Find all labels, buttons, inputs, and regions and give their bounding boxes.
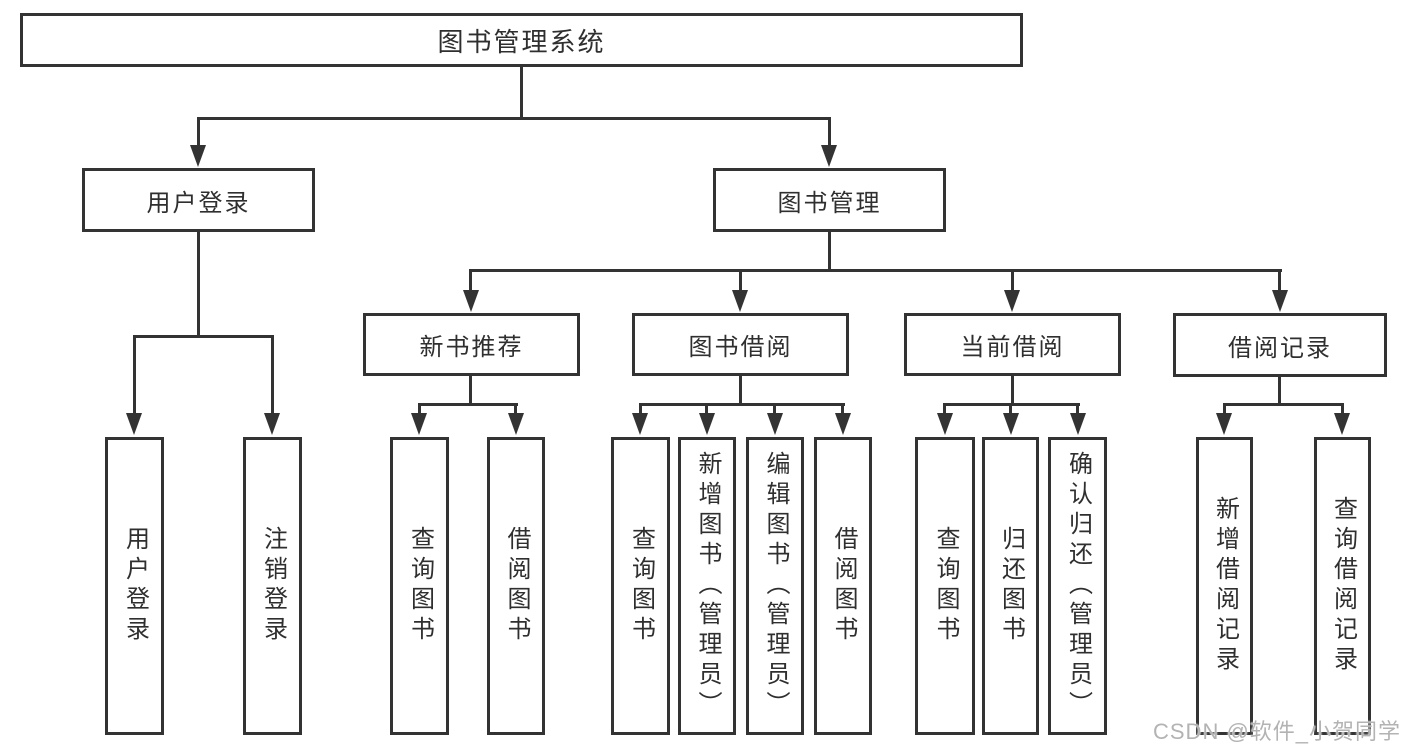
leaf-query-borrow-record-label: 查询借阅记录 bbox=[1329, 496, 1357, 676]
node-book-management: 图书管理 bbox=[713, 168, 946, 232]
arrowhead-down-icon bbox=[463, 290, 479, 312]
node-user-login-label: 用户登录 bbox=[146, 189, 251, 217]
node-new-book-recommend-label: 新书推荐 bbox=[419, 334, 524, 361]
leaf-add-borrow-record: 新增借阅记录 bbox=[1196, 437, 1253, 735]
node-book-borrow: 图书借阅 bbox=[632, 313, 849, 376]
connector-arrow-shaft bbox=[133, 337, 136, 419]
arrowhead-down-icon bbox=[1070, 413, 1086, 435]
node-root-system: 图书管理系统 bbox=[20, 13, 1023, 67]
connector-arrow-shaft bbox=[1223, 405, 1226, 419]
leaf-confirm-return-admin: 确认归还（管理员） bbox=[1048, 437, 1107, 735]
arrowhead-down-icon bbox=[767, 413, 783, 435]
connector-new-books-branch bbox=[418, 403, 518, 406]
arrowhead-down-icon bbox=[1334, 413, 1350, 435]
leaf-add-books-admin-label: 新增图书（管理员） bbox=[694, 451, 721, 721]
node-book-management-label: 图书管理 bbox=[777, 189, 882, 217]
leaf-user-login-label: 用户登录 bbox=[121, 526, 149, 646]
connector-arrow-shaft bbox=[739, 271, 742, 295]
connector-borrow-branch bbox=[639, 403, 845, 406]
connector-arrow-shaft bbox=[943, 405, 946, 419]
arrowhead-down-icon bbox=[821, 145, 837, 167]
leaf-query-borrow-record: 查询借阅记录 bbox=[1314, 437, 1371, 735]
leaf-query-books-3: 查询图书 bbox=[915, 437, 975, 735]
node-current-borrow-label: 当前借阅 bbox=[960, 334, 1065, 361]
node-user-login: 用户登录 bbox=[82, 168, 315, 232]
arrowhead-down-icon bbox=[937, 413, 953, 435]
leaf-borrow-books-1: 借阅图书 bbox=[487, 437, 545, 735]
leaf-add-books-admin: 新增图书（管理员） bbox=[678, 437, 736, 735]
connector-arrow-shaft bbox=[271, 337, 274, 419]
arrowhead-down-icon bbox=[1216, 413, 1232, 435]
connector-arrow-shaft bbox=[1011, 271, 1014, 295]
connector-root-stub bbox=[520, 67, 523, 119]
leaf-edit-books-admin: 编辑图书（管理员） bbox=[746, 437, 804, 735]
connector-arrow-shaft bbox=[469, 271, 472, 295]
arrowhead-down-icon bbox=[508, 413, 524, 435]
arrowhead-down-icon bbox=[632, 413, 648, 435]
arrowhead-down-icon bbox=[264, 413, 280, 435]
connector-arrow-shaft bbox=[828, 119, 831, 151]
connector-arrow-shaft bbox=[773, 405, 776, 419]
arrowhead-down-icon bbox=[411, 413, 427, 435]
leaf-query-books-1: 查询图书 bbox=[390, 437, 449, 735]
connector-user-login-stub bbox=[197, 232, 200, 338]
connector-arrow-shaft bbox=[418, 405, 421, 419]
connector-records-stub bbox=[1278, 377, 1281, 406]
connector-new-books-stub bbox=[469, 376, 472, 406]
arrowhead-down-icon bbox=[190, 145, 206, 167]
leaf-borrow-books-2: 借阅图书 bbox=[814, 437, 872, 735]
leaf-user-login: 用户登录 bbox=[105, 437, 164, 735]
leaf-return-books: 归还图书 bbox=[982, 437, 1039, 735]
connector-arrow-shaft bbox=[705, 405, 708, 419]
node-new-book-recommend: 新书推荐 bbox=[363, 313, 580, 376]
arrowhead-down-icon bbox=[1272, 290, 1288, 312]
leaf-add-borrow-record-label: 新增借阅记录 bbox=[1211, 496, 1239, 676]
leaf-return-books-label: 归还图书 bbox=[997, 526, 1025, 646]
connector-book-mgmt-stub bbox=[828, 232, 831, 272]
arrowhead-down-icon bbox=[126, 413, 142, 435]
node-current-borrow: 当前借阅 bbox=[904, 313, 1121, 376]
arrowhead-down-icon bbox=[699, 413, 715, 435]
leaf-confirm-return-admin-label: 确认归还（管理员） bbox=[1064, 451, 1092, 721]
csdn-watermark: CSDN @软件_小贺同学 bbox=[1153, 719, 1402, 744]
leaf-query-books-3-label: 查询图书 bbox=[932, 526, 959, 646]
connector-arrow-shaft bbox=[639, 405, 642, 419]
arrowhead-down-icon bbox=[835, 413, 851, 435]
leaf-edit-books-admin-label: 编辑图书（管理员） bbox=[762, 451, 789, 721]
connector-current-stub bbox=[1011, 376, 1014, 406]
leaf-borrow-books-2-label: 借阅图书 bbox=[830, 526, 857, 646]
node-borrow-records: 借阅记录 bbox=[1173, 313, 1387, 377]
node-book-borrow-label: 图书借阅 bbox=[688, 334, 793, 361]
connector-arrow-shaft bbox=[841, 405, 844, 419]
connector-current-branch bbox=[943, 403, 1080, 406]
leaf-query-books-1-label: 查询图书 bbox=[406, 526, 434, 646]
leaf-logout: 注销登录 bbox=[243, 437, 302, 735]
arrowhead-down-icon bbox=[1004, 290, 1020, 312]
connector-borrow-stub bbox=[739, 376, 742, 406]
arrowhead-down-icon bbox=[732, 290, 748, 312]
arrowhead-down-icon bbox=[1003, 413, 1019, 435]
connector-arrow-shaft bbox=[1341, 405, 1344, 419]
connector-arrow-shaft bbox=[1278, 271, 1281, 295]
connector-level3-branch bbox=[469, 269, 1282, 272]
connector-arrow-shaft bbox=[1009, 405, 1012, 419]
connector-arrow-shaft bbox=[197, 119, 200, 151]
node-root-label: 图书管理系统 bbox=[437, 26, 606, 57]
connector-level2-branch bbox=[197, 117, 831, 120]
node-borrow-records-label: 借阅记录 bbox=[1228, 334, 1332, 362]
leaf-query-books-2: 查询图书 bbox=[611, 437, 670, 735]
connector-user-login-branch bbox=[133, 335, 274, 338]
connector-arrow-shaft bbox=[514, 405, 517, 419]
leaf-query-books-2-label: 查询图书 bbox=[627, 526, 655, 646]
connector-records-branch bbox=[1223, 403, 1344, 406]
leaf-logout-label: 注销登录 bbox=[259, 526, 287, 646]
connector-arrow-shaft bbox=[1076, 405, 1079, 419]
leaf-borrow-books-1-label: 借阅图书 bbox=[503, 526, 530, 646]
